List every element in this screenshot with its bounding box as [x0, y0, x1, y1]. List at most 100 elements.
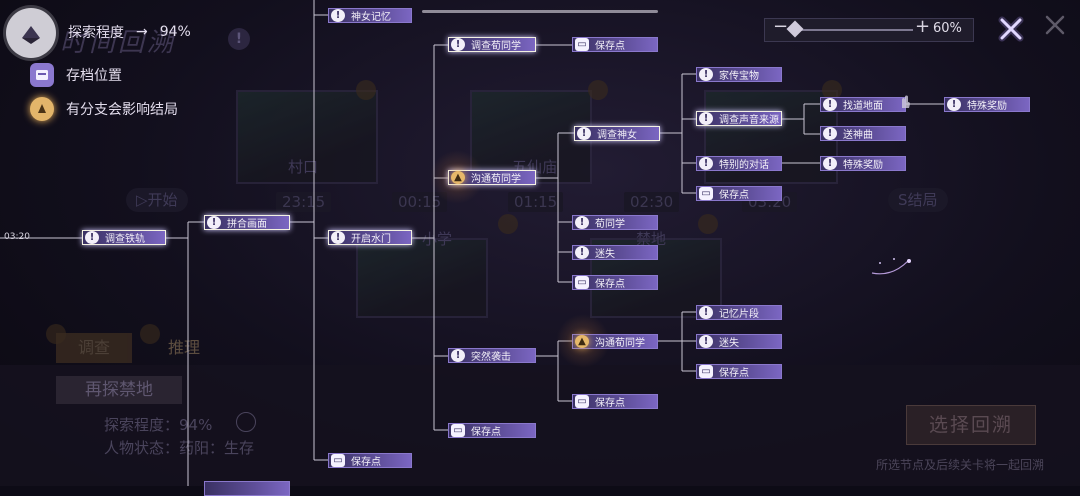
legend-progress-value: 94% [159, 24, 191, 40]
node-jiyi-pianduan[interactable]: !记忆片段 [696, 305, 782, 320]
legend-progress-label: 探索程度 [68, 25, 124, 41]
node-save-2[interactable]: ▭保存点 [448, 423, 536, 438]
branch-icon-bg-2 [140, 324, 160, 344]
node-teshu-jiangli-1[interactable]: !特殊奖励 [820, 156, 906, 171]
select-rewind-button[interactable]: 选择回溯 [906, 405, 1036, 445]
sparkle-icon [871, 258, 911, 275]
event-icon: ! [331, 9, 345, 22]
node-partial-bottom[interactable] [204, 481, 290, 496]
save-point-icon: ▭ [331, 454, 345, 467]
timeline-start-time: 03:20 [4, 232, 30, 242]
tab-diaocha[interactable]: 调查 [56, 333, 133, 363]
event-icon: ! [451, 38, 465, 51]
location-thumb-wuxianmiao [470, 90, 592, 184]
event-icon: ! [331, 231, 345, 244]
zoom-value: 60% [933, 21, 962, 36]
node-zhaodao-dimian[interactable]: !找道地面 [820, 97, 906, 112]
node-save-3[interactable]: ▭保存点 [572, 37, 658, 52]
node-goutong-xunxue-2[interactable]: ▲沟通荀同学 [572, 334, 658, 349]
node-save-6[interactable]: ▭保存点 [696, 186, 782, 201]
node-goutong-xunxue[interactable]: ▲沟通荀同学 [448, 170, 536, 185]
event-icon: ! [577, 127, 591, 140]
node-kaiqi-shuimen[interactable]: !开启水门 [328, 230, 412, 245]
event-icon: ! [85, 231, 99, 244]
help-icon[interactable]: ! [228, 28, 250, 50]
branch-connections [0, 0, 944, 486]
tab-tuili[interactable]: 推理 [168, 338, 201, 357]
node-mishi[interactable]: !迷失 [572, 245, 658, 260]
stat-progress: 探索程度：94% [104, 416, 213, 434]
location-label-cunkou: 村口 [288, 158, 319, 176]
location-label-jindi: 禁地 [636, 230, 667, 248]
legend-branch-label: 有分支会影响结局 [66, 102, 178, 118]
event-icon: ! [823, 157, 837, 170]
branch-icon-bg-6 [698, 214, 718, 234]
save-point-icon: ▭ [451, 424, 465, 437]
node-shennu-jiyi[interactable]: !神女记忆 [328, 8, 412, 23]
event-icon: ! [451, 349, 465, 362]
node-diaocha-shengyin[interactable]: !调查声音来源 [696, 111, 782, 126]
event-icon: ! [947, 98, 961, 111]
branch-icon [30, 97, 54, 121]
event-icon: ! [207, 216, 221, 229]
save-point-icon: ▭ [699, 365, 713, 378]
location-thumb-xiaoxue [356, 238, 488, 318]
zoom-in-button[interactable]: + [915, 16, 931, 37]
event-icon: ! [575, 216, 589, 229]
page-title: 时间回溯 [60, 28, 177, 58]
node-diaocha-shennu[interactable]: !调查神女 [574, 126, 660, 141]
event-icon: ! [699, 306, 713, 319]
event-icon: ! [575, 246, 589, 259]
player-avatar-icon [22, 26, 40, 44]
node-xuntongxue[interactable]: !荀同学 [572, 215, 658, 230]
zoom-control: − + 60% [764, 16, 974, 42]
close-icon[interactable] [996, 14, 1026, 44]
start-pill: ▷开始 [126, 188, 188, 212]
revisit-button[interactable]: 再探禁地 [56, 376, 182, 404]
branch-icon-bg-3 [356, 80, 376, 100]
legend-save: 存档位置 [30, 63, 122, 87]
save-point-icon [30, 63, 54, 87]
save-point-icon: ▭ [575, 276, 589, 289]
save-point-icon: ▭ [575, 395, 589, 408]
save-point-icon: ▭ [575, 38, 589, 51]
node-turan-xiji[interactable]: !突然袭击 [448, 348, 536, 363]
node-diaocha-tiegui[interactable]: !调查铁轨 [82, 230, 166, 245]
filter-icon[interactable] [236, 412, 256, 432]
time-mark-2: 00:15 [392, 192, 448, 212]
zoom-out-button[interactable]: − [773, 16, 789, 37]
time-mark-4: 02:30 [624, 192, 680, 212]
drag-handle[interactable] [422, 10, 658, 13]
node-diaocha-xunxue[interactable]: !调查荀同学 [448, 37, 536, 52]
node-save-4[interactable]: ▭保存点 [572, 275, 658, 290]
branch-icon-bg-4 [588, 80, 608, 100]
node-songshenqu[interactable]: !送神曲 [820, 126, 906, 141]
location-thumb-cunkou [236, 90, 378, 184]
node-pinhe-huamian[interactable]: !拼合画面 [204, 215, 290, 230]
event-icon: ! [699, 112, 713, 125]
end-pill: S结局 [888, 188, 948, 212]
event-icon: ! [699, 335, 713, 348]
rewind-hint: 所选节点及后续关卡将一起回溯 [876, 458, 1045, 472]
node-tebie-duihua[interactable]: !特别的对话 [696, 156, 782, 171]
avatar[interactable] [6, 8, 56, 58]
time-mark-3: 01:15 [508, 192, 564, 212]
legend-save-label: 存档位置 [66, 68, 122, 84]
legend-branch: 有分支会影响结局 [30, 97, 178, 121]
event-icon: ! [823, 127, 837, 140]
event-icon: ! [823, 98, 837, 111]
branch-icon-bg-5 [498, 214, 518, 234]
node-save-7[interactable]: ▭保存点 [696, 364, 782, 379]
zoom-slider-track[interactable] [789, 29, 913, 31]
node-teshu-jiangli-2[interactable]: !特殊奖励 [944, 97, 1030, 112]
stat-character: 人物状态：药阳：生存 [104, 439, 255, 457]
background-scene: 时间回溯 ! 村口 五仙庙 小学 禁地 ▷开始 23:15 00:15 01:1… [0, 0, 1080, 486]
node-save-5[interactable]: ▭保存点 [572, 394, 658, 409]
branch-icon: ▲ [451, 171, 465, 184]
branch-icon-bg-7 [822, 80, 842, 100]
event-icon: ! [699, 157, 713, 170]
node-save-1[interactable]: ▭保存点 [328, 453, 412, 468]
node-mishi-2[interactable]: !迷失 [696, 334, 782, 349]
node-jiachuan-baowu[interactable]: !家传宝物 [696, 67, 782, 82]
save-point-icon: ▭ [699, 187, 713, 200]
